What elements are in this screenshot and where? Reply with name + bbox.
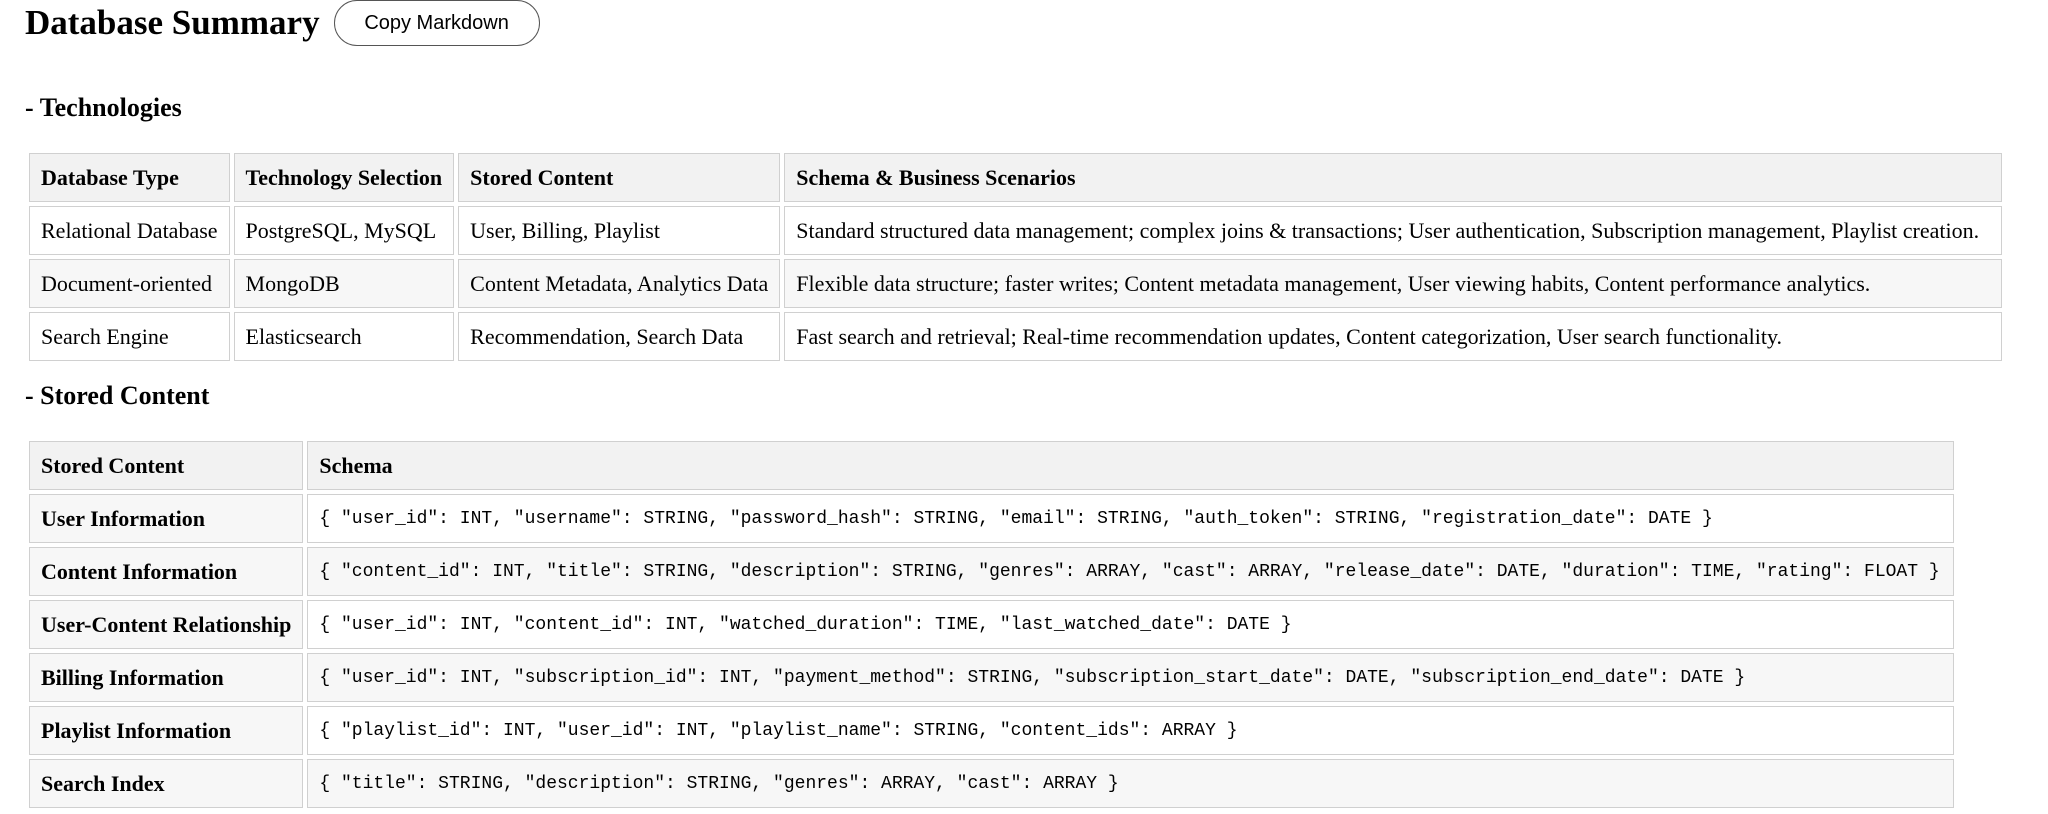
page-title: Database Summary bbox=[25, 3, 320, 42]
table-row: User-Content Relationship { "user_id": I… bbox=[29, 600, 1954, 649]
technologies-heading: - Technologies bbox=[25, 93, 182, 122]
table-row: Search Engine Elasticsearch Recommendati… bbox=[29, 312, 2002, 361]
table-cell: Relational Database bbox=[29, 206, 230, 255]
content-name-cell: Search Index bbox=[29, 759, 304, 808]
table-cell: Document-oriented bbox=[29, 259, 230, 308]
table-header-row: Stored Content Schema bbox=[29, 441, 1954, 490]
column-header: Schema & Business Scenarios bbox=[784, 153, 2002, 202]
table-cell: PostgreSQL, MySQL bbox=[233, 206, 455, 255]
copy-markdown-button[interactable]: Copy Markdown bbox=[333, 0, 540, 46]
content-name-cell: Billing Information bbox=[29, 653, 304, 702]
schema-cell: { "title": STRING, "description": STRING… bbox=[307, 759, 1954, 808]
table-row: Playlist Information { "playlist_id": IN… bbox=[29, 706, 1954, 755]
content-name-cell: Playlist Information bbox=[29, 706, 304, 755]
table-cell: Content Metadata, Analytics Data bbox=[458, 259, 781, 308]
table-row: User Information { "user_id": INT, "user… bbox=[29, 494, 1954, 543]
schema-cell: { "content_id": INT, "title": STRING, "d… bbox=[307, 547, 1954, 596]
table-cell: Standard structured data management; com… bbox=[784, 206, 2002, 255]
table-row: Relational Database PostgreSQL, MySQL Us… bbox=[29, 206, 2002, 255]
stored-content-table: Stored Content Schema User Information {… bbox=[25, 437, 1958, 812]
page-header: Database Summary Copy Markdown bbox=[25, 0, 540, 46]
table-cell: Search Engine bbox=[29, 312, 230, 361]
column-header: Technology Selection bbox=[233, 153, 455, 202]
content-name-cell: User-Content Relationship bbox=[29, 600, 304, 649]
table-cell: MongoDB bbox=[233, 259, 455, 308]
table-cell: Elasticsearch bbox=[233, 312, 455, 361]
column-header: Database Type bbox=[29, 153, 230, 202]
schema-cell: { "user_id": INT, "username": STRING, "p… bbox=[307, 494, 1954, 543]
schema-cell: { "playlist_id": INT, "user_id": INT, "p… bbox=[307, 706, 1954, 755]
table-row: Search Index { "title": STRING, "descrip… bbox=[29, 759, 1954, 808]
stored-content-heading: - Stored Content bbox=[25, 381, 210, 410]
column-header: Stored Content bbox=[458, 153, 781, 202]
content-name-cell: Content Information bbox=[29, 547, 304, 596]
table-row: Document-oriented MongoDB Content Metada… bbox=[29, 259, 2002, 308]
table-row: Billing Information { "user_id": INT, "s… bbox=[29, 653, 1954, 702]
content-name-cell: User Information bbox=[29, 494, 304, 543]
table-cell: Fast search and retrieval; Real-time rec… bbox=[784, 312, 2002, 361]
technologies-table: Database Type Technology Selection Store… bbox=[25, 149, 2006, 365]
table-row: Content Information { "content_id": INT,… bbox=[29, 547, 1954, 596]
table-header-row: Database Type Technology Selection Store… bbox=[29, 153, 2002, 202]
column-header: Schema bbox=[307, 441, 1954, 490]
table-cell: User, Billing, Playlist bbox=[458, 206, 781, 255]
column-header: Stored Content bbox=[29, 441, 304, 490]
schema-cell: { "user_id": INT, "subscription_id": INT… bbox=[307, 653, 1954, 702]
schema-cell: { "user_id": INT, "content_id": INT, "wa… bbox=[307, 600, 1954, 649]
table-cell: Recommendation, Search Data bbox=[458, 312, 781, 361]
table-cell: Flexible data structure; faster writes; … bbox=[784, 259, 2002, 308]
